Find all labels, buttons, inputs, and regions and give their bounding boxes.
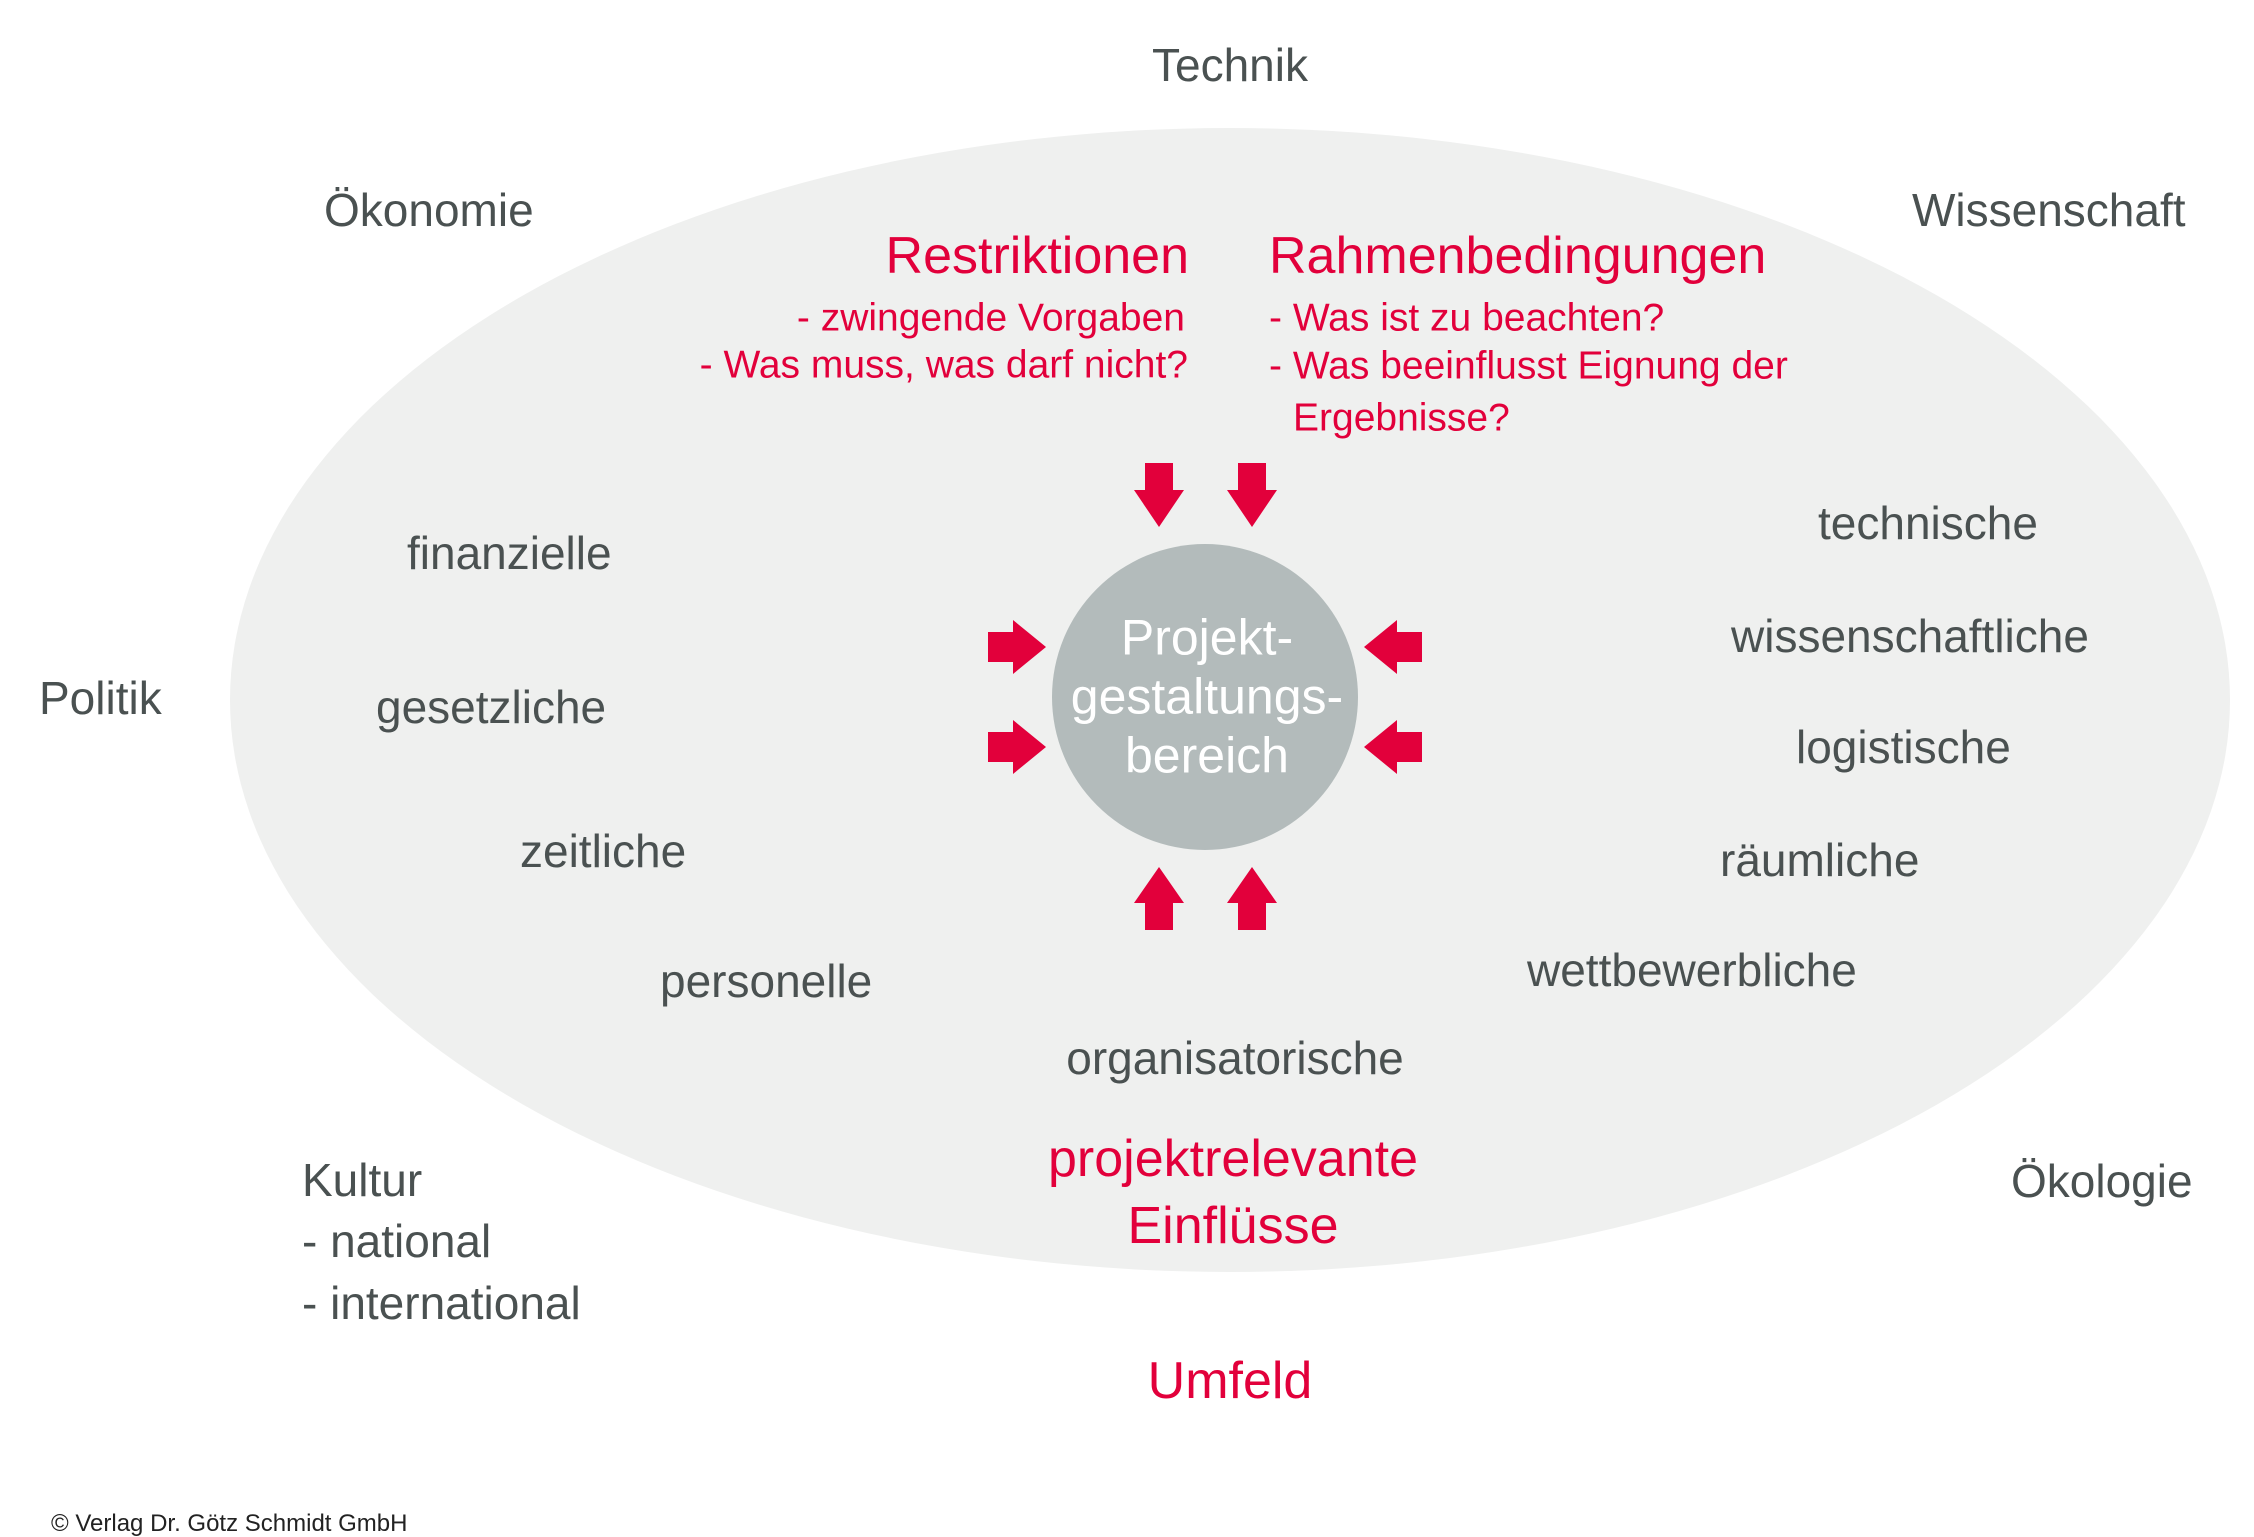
arrow-down-icon xyxy=(1134,463,1184,527)
arrow-down-icon xyxy=(1227,463,1277,527)
arrow-right-icon xyxy=(988,720,1046,774)
influence-left: zeitliche xyxy=(520,825,687,877)
influence-right: wettbewerbliche xyxy=(1527,944,1857,996)
project-scope-circle xyxy=(1052,544,1358,850)
arrow-up-icon xyxy=(1227,867,1277,930)
rahmenbedingungen-title: Rahmenbedingungen xyxy=(1269,227,1767,285)
center-line: bereich xyxy=(1124,727,1289,784)
influence-left: personelle xyxy=(660,955,873,1007)
label-oekonomie: Ökonomie xyxy=(324,184,534,236)
rahmenbedingungen-line: Ergebnisse? xyxy=(1293,396,1510,440)
center-line: Projekt- xyxy=(1120,609,1294,666)
center-label: Projekt- gestaltungs- bereich xyxy=(1071,609,1343,786)
arrow-left-icon xyxy=(1364,720,1422,774)
label-technik: Technik xyxy=(1152,39,1308,91)
influence-right: logistische xyxy=(1796,721,2011,773)
influences-label: projektrelevante xyxy=(1048,1130,1418,1188)
center-line: gestaltungs- xyxy=(1070,668,1344,725)
arrow-right-icon xyxy=(988,620,1046,674)
arrow-up-icon xyxy=(1134,867,1184,930)
influence-right: technische xyxy=(1818,497,2038,549)
label-wissenschaft: Wissenschaft xyxy=(1912,184,2186,236)
label-oekologie: Ökologie xyxy=(2011,1155,2193,1207)
influences-label: Einflüsse xyxy=(1127,1197,1339,1255)
influence-left: gesetzliche xyxy=(376,681,607,733)
rahmenbedingungen-line: - Was ist zu beachten? xyxy=(1269,296,1665,340)
restriktionen-title: Restriktionen xyxy=(885,227,1189,285)
label-kultur-international: - international xyxy=(302,1277,581,1329)
restriktionen-line: - zwingende Vorgaben xyxy=(796,296,1185,340)
label-umfeld: Umfeld xyxy=(1147,1352,1313,1410)
label-kultur-national: - national xyxy=(302,1215,492,1267)
influence-left: finanzielle xyxy=(407,527,612,579)
copyright: © Verlag Dr. Götz Schmidt GmbH xyxy=(51,1510,408,1537)
rahmenbedingungen-line: - Was beeinflusst Eignung der xyxy=(1269,344,1788,388)
arrow-left-icon xyxy=(1364,620,1422,674)
label-politik: Politik xyxy=(39,672,162,724)
label-kultur: Kultur xyxy=(302,1154,423,1206)
restriktionen-line: - Was muss, was darf nicht? xyxy=(699,343,1188,387)
influence-right: wissenschaftliche xyxy=(1731,610,2089,662)
influence-right: räumliche xyxy=(1720,834,1920,886)
influence-bottom: organisatorische xyxy=(1066,1032,1404,1084)
